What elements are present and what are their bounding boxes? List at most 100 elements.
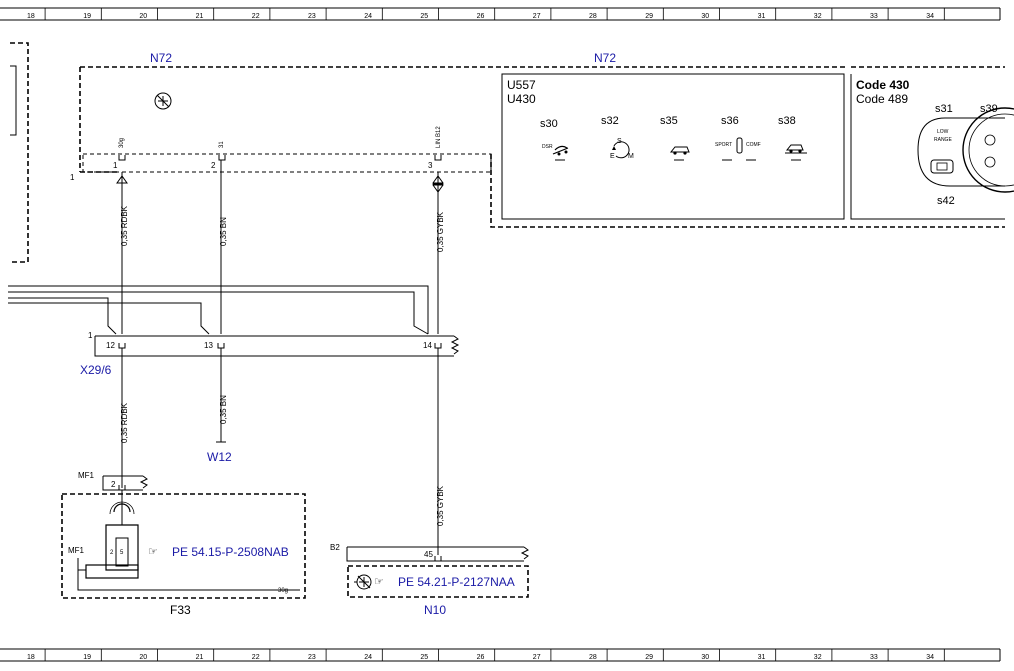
inner-pin-5: 5 <box>120 550 124 556</box>
mf1-label-top: MF1 <box>78 471 95 480</box>
pin-12: 12 <box>106 341 115 350</box>
ruler-column-label: 34 <box>926 13 934 20</box>
ruler-column-label: 18 <box>27 13 35 20</box>
variant-label-u557: U557 <box>507 78 536 92</box>
mode-selector-icon: S E M <box>610 138 634 160</box>
pin-2: 2 <box>111 480 116 489</box>
variant-label-u430: U430 <box>507 92 536 106</box>
b2-label: B2 <box>330 543 340 552</box>
mode-s: S <box>617 138 622 145</box>
ruler-column-label: 33 <box>870 654 878 661</box>
inner-pin-2: 2 <box>110 550 114 556</box>
ruler-column-label: 30 <box>701 13 709 20</box>
module-outline-n72 <box>79 66 845 173</box>
reference-link-f33[interactable]: ☞ PE 54.15-P-2508NAB <box>148 545 289 559</box>
ruler-column-label: 18 <box>27 654 35 661</box>
variant-box-u557 <box>501 73 845 220</box>
wire-31-lower: 0,35 BN <box>216 348 228 443</box>
ruler-column-label: 23 <box>308 13 316 20</box>
left-module-bracket <box>10 65 17 136</box>
low-text: LOW <box>937 129 949 135</box>
dsr-switch-icon: DSR <box>542 144 569 161</box>
pin-name: LIN B12 <box>436 126 442 148</box>
ruler-column-label: 22 <box>252 654 260 661</box>
variant-label-code489: Code 489 <box>856 92 908 106</box>
ruler-column-label: 27 <box>533 13 541 20</box>
connector-x29-6: 1 12 13 14 <box>88 331 460 357</box>
wire-30g-lower: 0,35 RDBK <box>120 348 129 488</box>
reference-text-f33: PE 54.15-P-2508NAB <box>172 545 289 559</box>
ruler-column-label: 32 <box>814 654 822 661</box>
pin-number: 2 <box>211 161 216 170</box>
pin-name: 31 <box>219 141 225 148</box>
comf-text: COMF <box>746 142 761 148</box>
ground-label-w12: W12 <box>207 450 232 464</box>
ruler-column-label: 34 <box>926 654 934 661</box>
ruler-column-label: 25 <box>420 654 428 661</box>
ruler-column-label: 19 <box>83 654 91 661</box>
connector-b2: 45 <box>346 546 529 562</box>
hand-pointer-icon: ☞ <box>374 576 384 588</box>
switch-label-s30: s30 <box>540 118 558 130</box>
sport-text: SPORT <box>715 142 732 148</box>
range-text: RANGE <box>934 137 952 143</box>
terminal-30g: 30g <box>278 588 288 594</box>
wire-30g-upper: 0,35 RDBK <box>116 172 129 334</box>
module-label-n72-left: N72 <box>150 51 172 65</box>
pin-45: 45 <box>424 550 433 559</box>
connector-number-x29: 1 <box>88 331 93 340</box>
hand-pointer-icon: ☞ <box>148 546 158 558</box>
ruler-column-label: 30 <box>701 654 709 661</box>
pin-n72-2: 31 2 <box>211 141 226 170</box>
switch-label-s42: s42 <box>937 195 955 207</box>
switch-label-s36: s36 <box>721 115 739 127</box>
pin-name: 30g <box>119 138 125 148</box>
wire-label: 0,35 GYBK <box>436 485 445 526</box>
offroad-car-icon <box>785 144 807 161</box>
module-outline-n10 <box>347 565 529 598</box>
module-label-n72-right: N72 <box>594 51 616 65</box>
connector-number-n72: 1 <box>70 173 75 182</box>
ruler-column-label: 33 <box>870 13 878 20</box>
ruler-column-label: 21 <box>196 654 204 661</box>
ruler-column-label: 31 <box>758 654 766 661</box>
wire-label: 0,35 BN <box>219 395 228 424</box>
switch-label-s38: s38 <box>778 115 796 127</box>
switch-label-s39: s39 <box>980 103 998 115</box>
car-icon <box>669 146 690 161</box>
wire-label: 0,35 RDBK <box>120 205 129 246</box>
connector-label-x29-6: X29/6 <box>80 363 112 377</box>
ruler-column-label: 28 <box>589 654 597 661</box>
ruler-column-label: 25 <box>420 13 428 20</box>
module-label-f33: F33 <box>170 603 191 617</box>
switch-label-s32: s32 <box>601 115 619 127</box>
wire-31-upper: 0,35 BN <box>219 160 228 334</box>
ruler-column-label: 20 <box>139 654 147 661</box>
ruler-column-label: 31 <box>758 13 766 20</box>
ruler-column-label: 24 <box>364 654 372 661</box>
lamp-icon <box>154 92 172 110</box>
wire-lin-upper: 0,35 GYBK <box>432 172 445 334</box>
pin-number: 1 <box>113 161 118 170</box>
mf1-label-side: MF1 <box>68 546 85 555</box>
ruler-column-label: 26 <box>477 654 485 661</box>
ruler-column-label: 24 <box>364 13 372 20</box>
range-knob-icon: LOW RANGE <box>917 107 1014 193</box>
cigarette-lighter-icon: 2 5 <box>77 490 300 591</box>
wire-lin-lower: 0,35 GYBK <box>436 348 445 555</box>
ruler-column-label: 22 <box>252 13 260 20</box>
fuse-connector-f33: 2 <box>102 475 148 491</box>
reference-link-n10[interactable]: ☞ PE 54.21-P-2127NAA <box>374 575 515 589</box>
harness-lines <box>8 285 429 335</box>
switch-label-s35: s35 <box>660 115 678 127</box>
variant-box-code430 <box>850 74 1005 220</box>
module-outline-n72-right <box>490 154 1005 228</box>
wire-label: 0,35 RDBK <box>120 402 129 443</box>
ruler-column-label: 26 <box>477 13 485 20</box>
ruler-column-label: 23 <box>308 654 316 661</box>
ruler-column-label: 19 <box>83 13 91 20</box>
ruler-column-label: 27 <box>533 654 541 661</box>
switch-label-s31: s31 <box>935 103 953 115</box>
ruler-column-label: 21 <box>196 13 204 20</box>
